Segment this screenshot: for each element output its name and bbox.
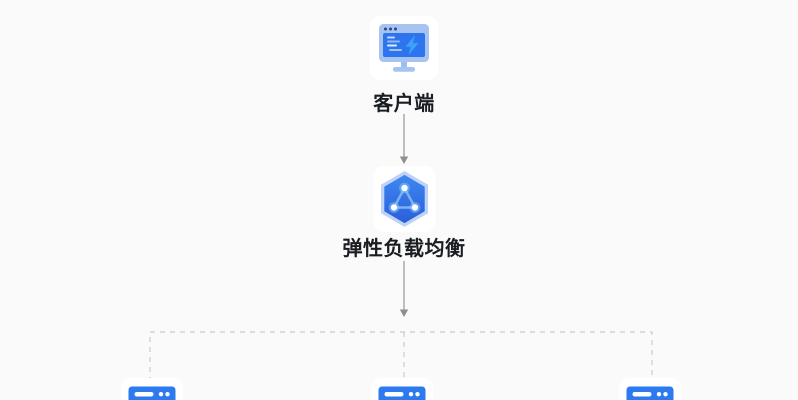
backend-server-icon xyxy=(626,386,674,400)
client-terminal-icon xyxy=(379,24,429,72)
client-label: 客户端 xyxy=(373,93,435,115)
arrow-client-to-elb xyxy=(399,114,409,164)
elb-node: 弹性负载均衡 xyxy=(343,166,466,261)
backend-server-icon xyxy=(128,386,176,400)
server-node xyxy=(619,378,681,400)
elastic-load-balancer-icon xyxy=(380,171,428,227)
client-icon-card xyxy=(370,16,438,80)
arrow-elb-to-servers xyxy=(399,261,409,317)
elb-label: 弹性负载均衡 xyxy=(342,238,466,260)
server-node xyxy=(121,378,183,400)
lightning-bolt-glyph xyxy=(405,35,419,55)
backend-server-icon xyxy=(378,386,426,400)
dashed-fanout-connector xyxy=(149,331,653,382)
server-node xyxy=(371,378,433,400)
client-node: 客户端 xyxy=(370,16,438,116)
elb-icon-card xyxy=(373,166,435,232)
